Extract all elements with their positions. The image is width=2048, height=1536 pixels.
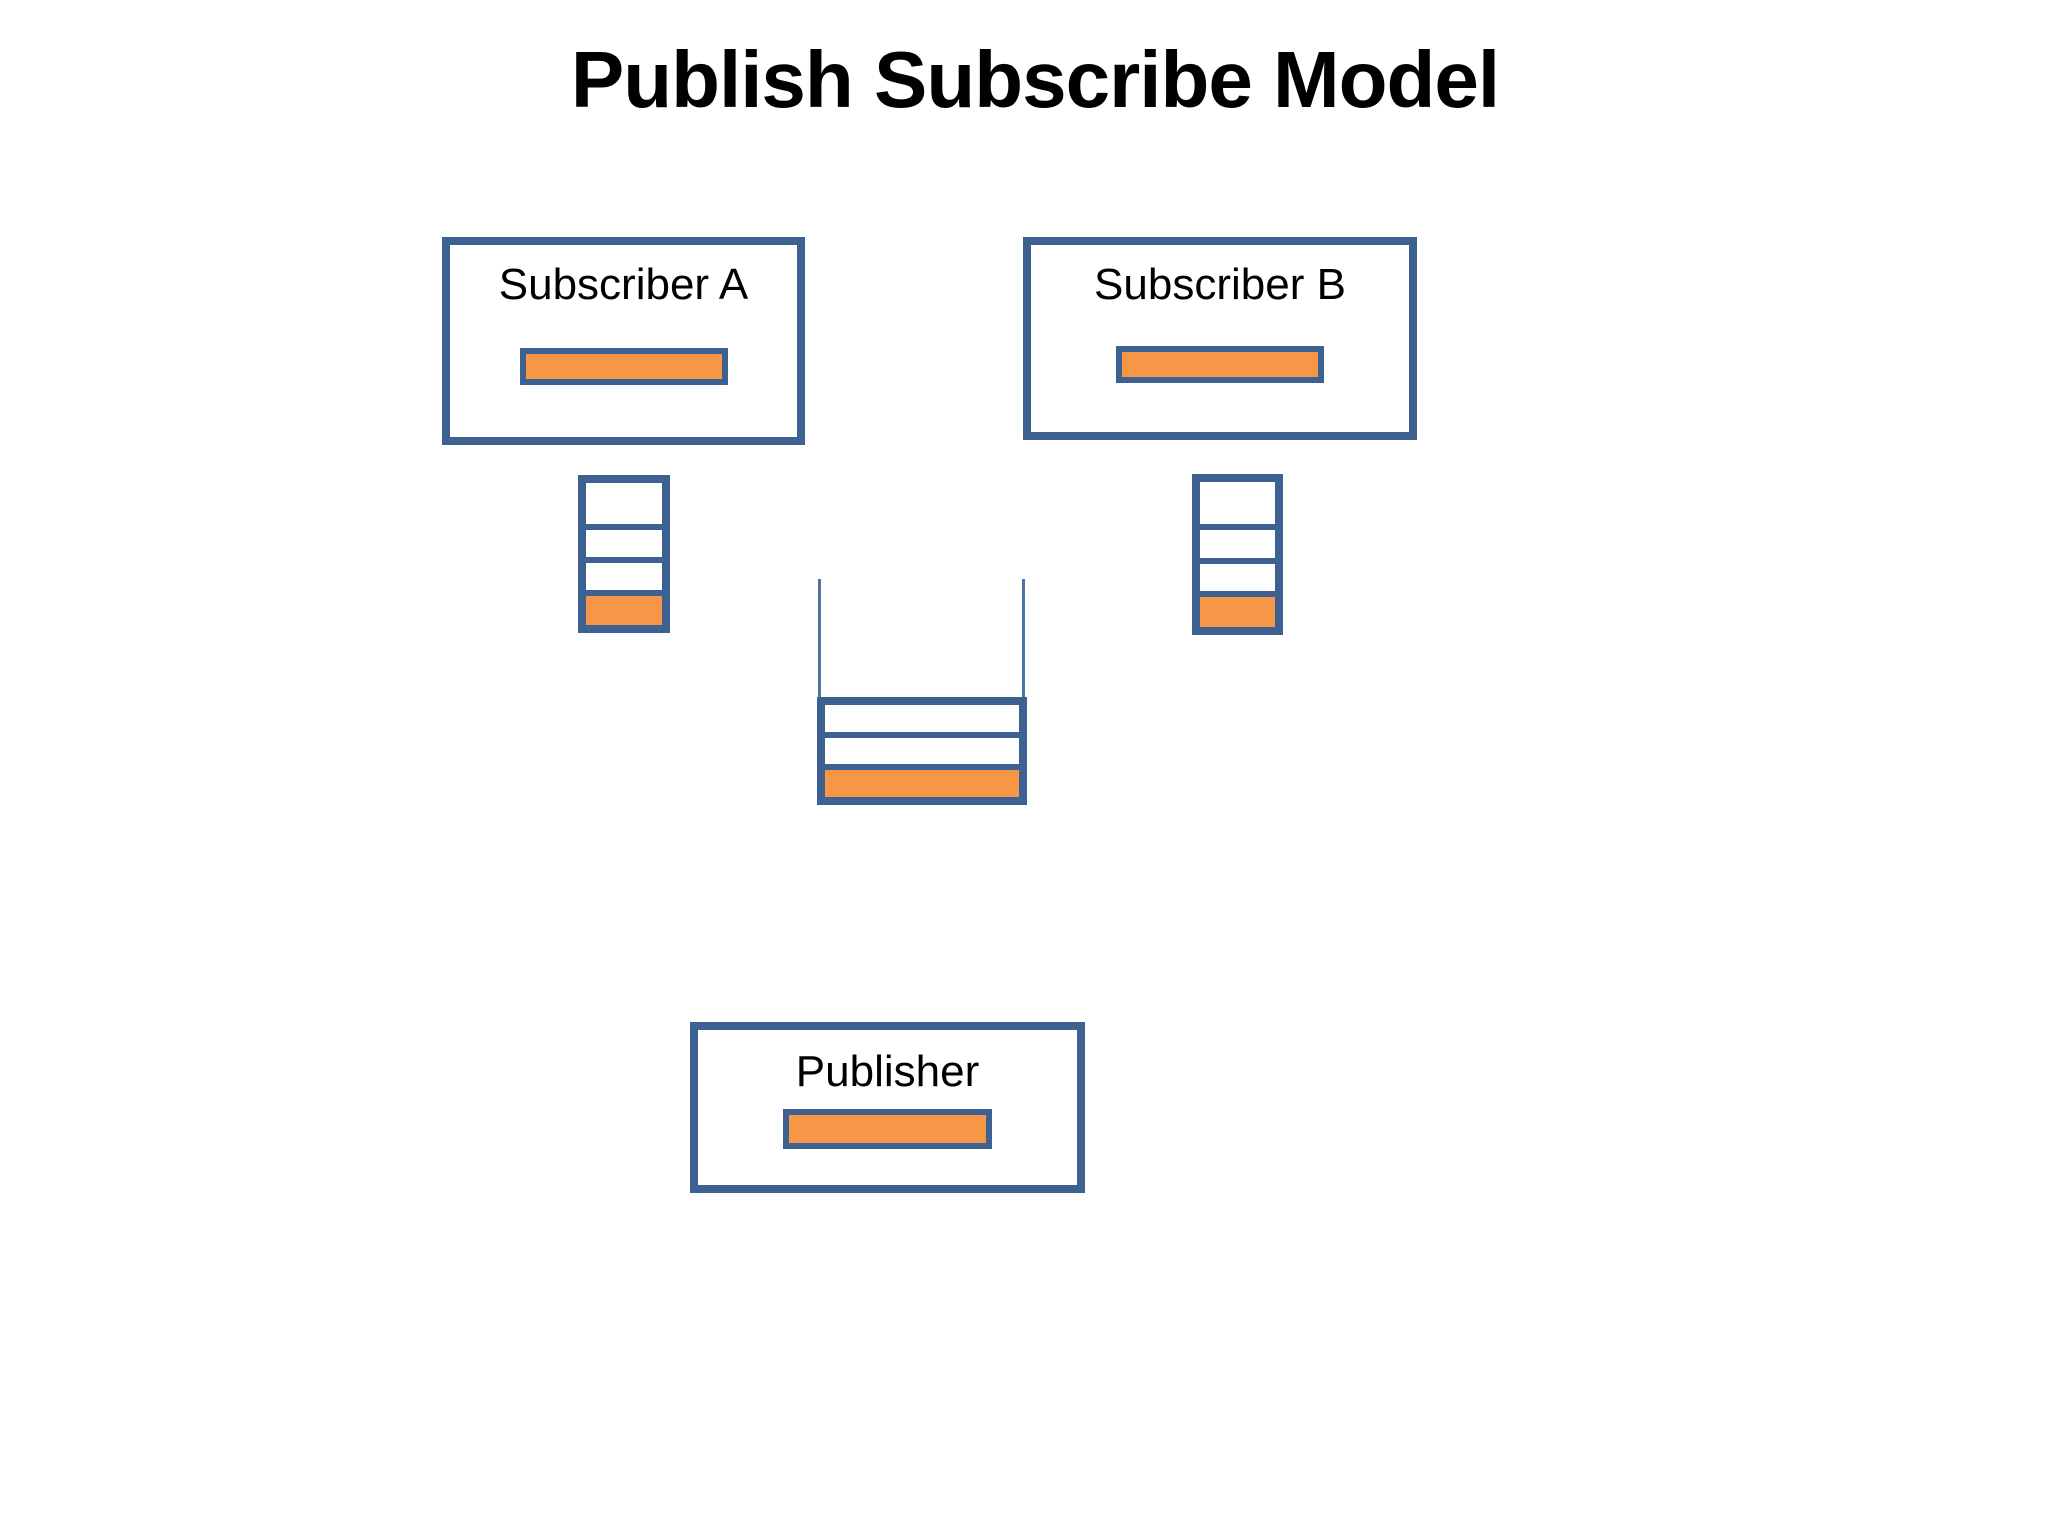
queue-slot-empty [1200, 557, 1275, 591]
subscriber-a-message-bar [519, 347, 728, 385]
diagram-title: Publish Subscribe Model [570, 35, 1500, 124]
publisher-message-bar [783, 1108, 992, 1149]
subscriber-b-queue [1192, 474, 1283, 635]
topic-queue [817, 697, 1027, 805]
queue-slot-empty [586, 524, 662, 557]
subscriber-a-queue [578, 475, 670, 633]
subscriber-a-label: Subscriber A [498, 260, 749, 309]
queue-slot-empty [825, 705, 1019, 732]
publisher-label: Publisher [795, 1047, 980, 1096]
queue-slot-empty [1200, 482, 1275, 525]
queue-slot-message [825, 764, 1019, 798]
topic-queue-left-wall [818, 579, 821, 697]
queue-slot-empty [586, 483, 662, 525]
subscriber-b-message-bar [1116, 345, 1324, 383]
subscriber-a-box: Subscriber A [442, 237, 805, 445]
topic-queue-right-wall [1022, 579, 1025, 697]
subscriber-b-box: Subscriber B [1023, 237, 1417, 440]
queue-slot-empty [825, 731, 1019, 765]
queue-slot-message [1200, 590, 1275, 627]
queue-slot-empty [1200, 524, 1275, 558]
subscriber-b-label: Subscriber B [1094, 260, 1346, 309]
queue-slot-message [586, 589, 662, 625]
queue-slot-empty [586, 557, 662, 590]
publisher-box: Publisher [690, 1022, 1085, 1193]
